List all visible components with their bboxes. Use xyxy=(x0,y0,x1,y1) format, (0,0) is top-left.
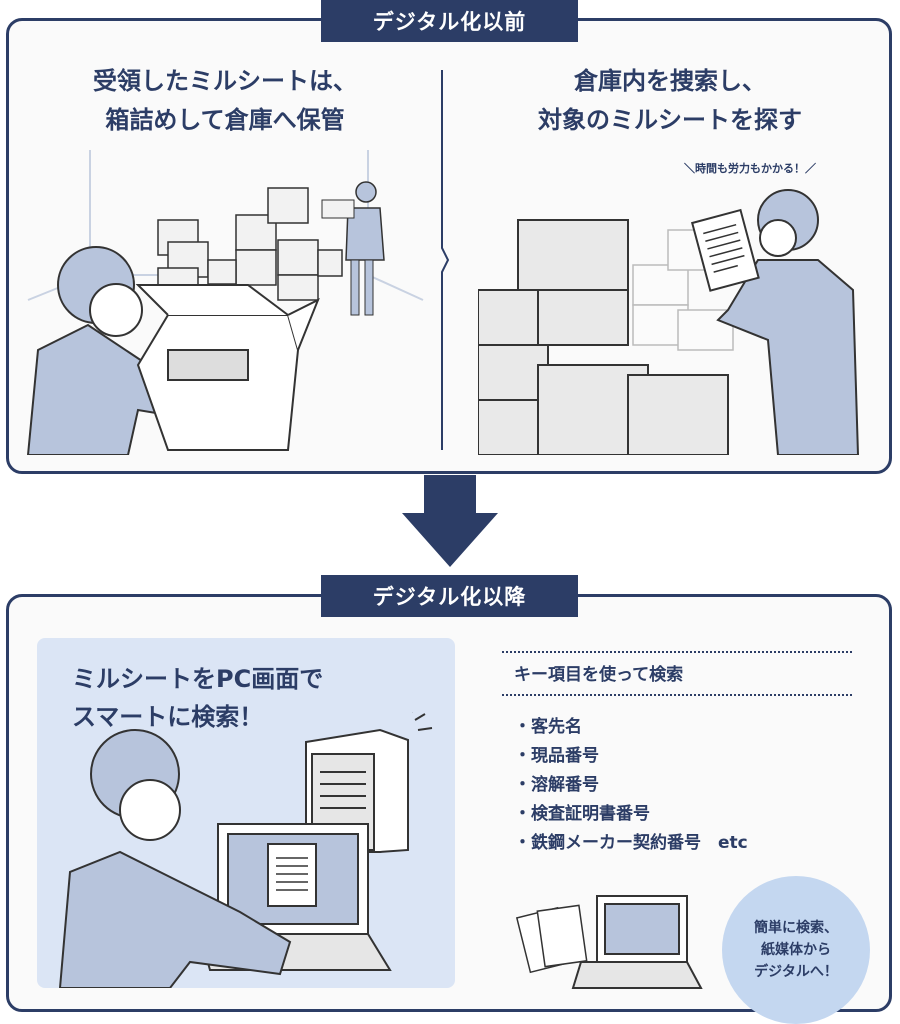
right-heading-line-1: 倉庫内を捜索し、 xyxy=(574,67,766,95)
digital-badge-line-2: 紙媒体から xyxy=(761,942,831,958)
search-key-item: ・溶解番号 xyxy=(514,775,599,795)
left-heading-line-1: 受領したミルシートは、 xyxy=(93,67,357,95)
right-heading: 倉庫内を捜索し、 対象のミルシートを探す xyxy=(470,62,870,140)
warehouse-search-illustration xyxy=(478,189,860,455)
digital-badge: 簡単に検索、 紙媒体から デジタルへ！ xyxy=(722,876,870,1024)
search-key-item: ・検査証明書番号 xyxy=(514,804,650,824)
step-divider xyxy=(441,70,450,450)
pc-search-heading: ミルシートをPC画面で スマートに検索！ xyxy=(72,660,323,736)
seated-worker xyxy=(26,246,210,455)
before-tab-label: デジタル化以前 xyxy=(321,0,578,42)
digital-badge-line-1: 簡単に検索、 xyxy=(754,920,838,936)
server-tower xyxy=(305,712,433,853)
search-title: キー項目を使って検索 xyxy=(514,665,684,685)
left-heading: 受領したミルシートは、 箱詰めして倉庫へ保管 xyxy=(40,62,410,140)
left-heading-line-2: 箱詰めして倉庫へ保管 xyxy=(105,106,345,134)
laptop-papers-illustration xyxy=(515,895,703,989)
dotted-divider-top xyxy=(502,651,852,653)
pc-user-illustration xyxy=(58,712,433,988)
down-arrow-icon xyxy=(402,475,498,567)
after-tab-label: デジタル化以降 xyxy=(321,575,578,617)
warehouse-storage-illustration xyxy=(26,150,424,455)
search-key-item: ・鉄鋼メーカー契約番号 etc xyxy=(514,833,748,853)
file-document-icon xyxy=(267,843,317,907)
search-key-item: ・現品番号 xyxy=(514,746,599,766)
digital-badge-line-3: デジタルへ！ xyxy=(754,964,838,980)
right-heading-line-2: 対象のミルシートを探す xyxy=(538,106,802,134)
pc-worker xyxy=(58,729,292,988)
dotted-divider-bottom xyxy=(502,694,852,696)
search-key-list: ・客先名 ・現品番号 ・溶解番号 ・検査証明書番号 ・鉄鋼メーカー契約番号 et… xyxy=(514,713,748,858)
searching-worker xyxy=(716,189,860,455)
pc-search-heading-line-1: ミルシートをPC画面で xyxy=(72,665,324,693)
document-sheet xyxy=(690,208,760,292)
standing-worker xyxy=(321,181,385,316)
search-key-item: ・客先名 xyxy=(514,717,582,737)
open-box xyxy=(135,284,320,451)
effort-note: ＼時間も労力もかかる！／ xyxy=(684,162,816,175)
pc-search-heading-line-2: スマートに検索！ xyxy=(72,703,264,731)
